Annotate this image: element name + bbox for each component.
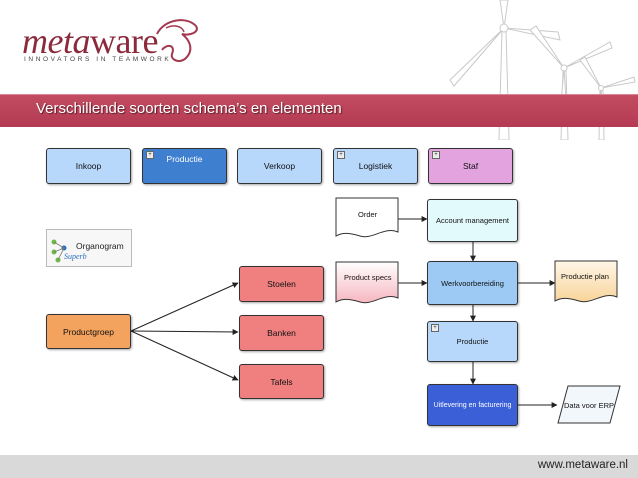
box-verkoop[interactable]: Verkoop: [237, 148, 322, 184]
logo-tagline: INNOVATORS IN TEAMWORK: [24, 56, 172, 63]
footer-bar: [0, 455, 638, 478]
box-productie-process-label: Productie: [456, 337, 489, 346]
organogram-label: Organogram: [76, 241, 124, 251]
box-tafels-label: Tafels: [270, 376, 293, 387]
box-uitlevering-label: Uitlevering en facturering: [433, 401, 512, 409]
logo-emblem-icon: [156, 19, 198, 62]
box-inkoop-label: Inkoop: [75, 161, 102, 171]
box-logistiek-label: Logistiek: [358, 161, 393, 171]
box-productgroep[interactable]: Productgroep: [46, 314, 131, 349]
logo-wordmark-right: ware: [89, 21, 158, 61]
box-productie-process[interactable]: + Productie: [427, 321, 518, 362]
box-staf[interactable]: + Staf: [428, 148, 513, 184]
box-uitlevering[interactable]: Uitlevering en facturering: [427, 384, 518, 426]
box-productgroep-label: Productgroep: [62, 326, 115, 337]
expand-icon[interactable]: +: [337, 151, 345, 159]
box-productie-top-label: Productie: [166, 154, 203, 164]
shape-product-specs[interactable]: Product specs: [335, 261, 399, 304]
organogram-icon: [51, 239, 67, 263]
logo-wordmark: metaware: [22, 20, 158, 62]
box-werkvoorbereiding-label: Werkvoorbereiding: [441, 278, 504, 288]
box-staf-label: Staf: [462, 161, 479, 171]
box-account-management[interactable]: Account management: [427, 199, 518, 242]
shape-productie-plan[interactable]: Productie plan: [554, 260, 618, 303]
box-verkoop-label: Verkoop: [263, 161, 296, 171]
box-werkvoorbereiding[interactable]: Werkvoorbereiding: [427, 261, 518, 305]
connector-productgroep-stoelen: [130, 282, 239, 332]
shape-order-label: Order: [358, 210, 378, 219]
expand-icon[interactable]: +: [146, 151, 154, 159]
box-stoelen[interactable]: Stoelen: [239, 266, 324, 302]
box-banken[interactable]: Banken: [239, 315, 324, 351]
box-account-management-label: Account management: [436, 216, 509, 225]
box-stoelen-label: Stoelen: [267, 279, 296, 289]
organogram-sublabel: Superb: [64, 252, 87, 261]
page-title: Verschillende soorten schema’s en elemen…: [36, 100, 342, 117]
title-bar: [0, 94, 638, 127]
shape-data-erp[interactable]: Data voor ERP: [557, 385, 621, 424]
box-tafels[interactable]: Tafels: [239, 364, 324, 399]
box-productie-top[interactable]: + Productie: [142, 148, 227, 184]
box-logistiek[interactable]: + Logistiek: [333, 148, 418, 184]
shape-order[interactable]: Order: [335, 197, 399, 238]
connector-productgroep-tafels: [130, 330, 239, 381]
shape-productie-plan-label: Productie plan: [561, 272, 609, 281]
footer-url-link[interactable]: www.metaware.nl: [537, 459, 628, 471]
box-banken-label: Banken: [267, 328, 296, 338]
expand-icon[interactable]: +: [431, 324, 439, 332]
connector-productgroep-banken: [130, 328, 239, 335]
shape-product-specs-label: Product specs: [344, 273, 392, 282]
logo-wordmark-left: meta: [22, 21, 90, 61]
shape-data-erp-label: Data voor ERP: [564, 401, 614, 410]
expand-icon[interactable]: +: [432, 151, 440, 159]
box-inkoop[interactable]: Inkoop: [46, 148, 131, 184]
